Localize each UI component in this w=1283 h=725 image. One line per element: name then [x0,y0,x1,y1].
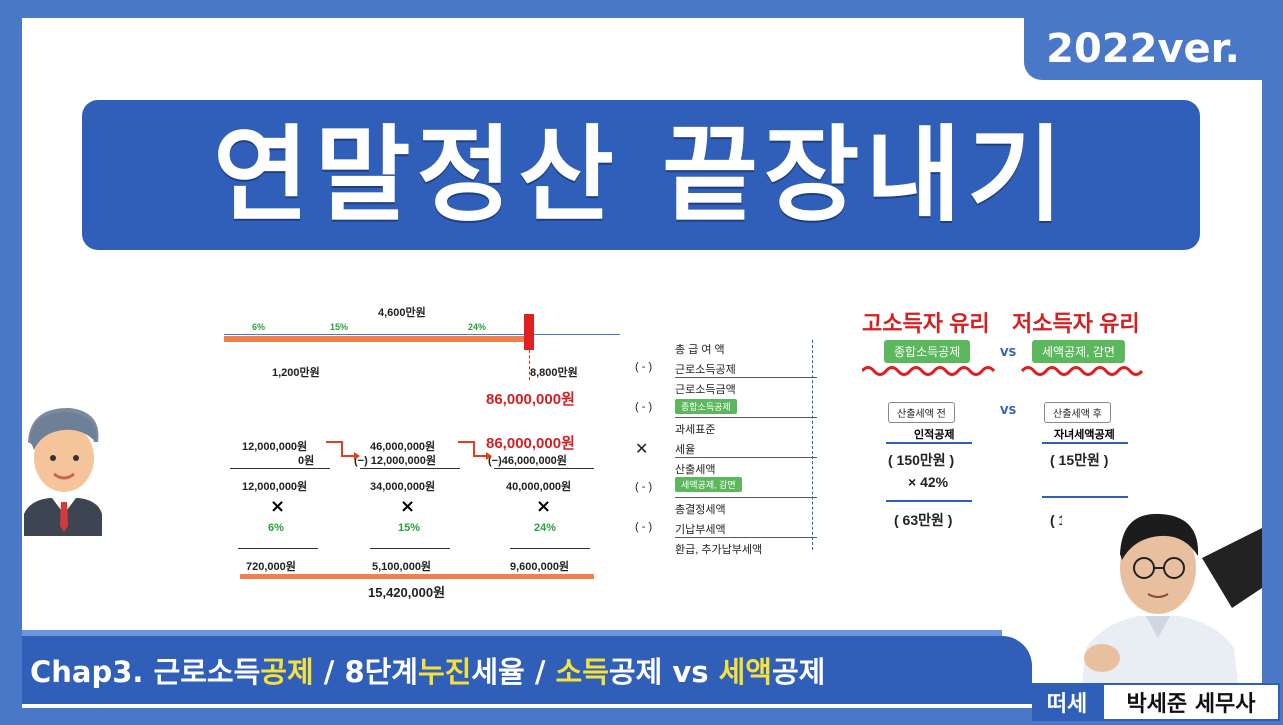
col1-multiply: × [270,496,286,517]
tick-1200: 1,200만원 [272,367,320,379]
flow-sign: ( - ) [635,521,653,533]
businessman-icon [24,407,102,536]
rate-6: 6% [252,322,266,332]
value-15: ( 15만원 ) [1050,452,1109,468]
flow-multiply-sign: ✕ [635,441,649,458]
low-income-heading: 저소득자 유리 [1012,311,1140,336]
col2-b: (−) 12,000,000원 [354,455,436,467]
box-before-tax: 산출세액 전 [888,402,955,423]
presenter-name-tag: 떠세 박세준 세무사 [1032,683,1280,721]
flow-refund: 환급, 추가납부세액 [675,544,763,556]
col3-rate: 24% [534,522,557,534]
rate-24: 24% [468,322,487,332]
income-amount: 86,000,000원 [486,391,575,408]
flow-total-salary: 총 급 여 액 [675,344,725,356]
col1-rate: 6% [268,522,284,534]
col2-result: 5,100,000원 [372,561,432,573]
presenter-name: 박세준 세무사 [1102,683,1280,721]
col2-multiply: × [400,496,416,517]
chapter-banner: Chap3. 근로소득공제 / 8단계누진세율 / 소득공제 vs 세액공제 [22,630,1032,704]
multiply-42: × 42% [908,474,949,490]
total-bar [240,574,594,579]
chip-tax-credit: 세액공제, 감면 [1032,340,1125,363]
col1-result: 720,000원 [246,561,296,573]
income-marker [524,314,534,350]
flow-earned-income: 근로소득금액 [675,384,736,396]
tick-8800: 8,800만원 [530,367,578,379]
col1-a: 12,000,000원 [242,441,308,453]
col1-c: 12,000,000원 [242,481,308,493]
col2-c: 34,000,000원 [370,481,436,493]
income-dash [529,350,530,380]
result-63: ( 63만원 ) [894,512,953,528]
presenter-photo [1062,498,1262,684]
wavy-underline [862,366,1144,376]
flow-final-tax: 총결정세액 [675,504,726,516]
bracket-axis [224,334,620,335]
flow-calculated-tax: 산출세액 [675,464,716,476]
deduction-comparison: 고소득자 유리 저소득자 유리 종합소득공제 VS 세액공제, 감면 산출세액 … [858,300,1158,540]
col2-a: 46,000,000원 [370,441,436,453]
value-150: ( 150만원 ) [888,452,955,468]
title-banner: 연말정산 끝장내기 [82,100,1200,250]
progressive-tax-diagram: 4,600만원 6% 15% 24% 1,200만원 8,800만원 86,00… [220,298,640,600]
col3-c: 40,000,000원 [506,481,572,493]
bracket-label-4600: 4,600만원 [378,307,426,319]
flow-earned-deduction: 근로소득공제 [675,364,736,376]
flow-sign: ( - ) [635,361,653,373]
divider [812,340,813,550]
flow-chip-tax-credit: 세액공제, 감면 [675,477,742,492]
flow-tax-base: 과세표준 [675,424,716,436]
brand-label: 떠세 [1032,683,1102,721]
flow-sign: ( - ) [635,481,653,493]
col3-b: (−)46,000,000원 [488,455,567,467]
flow-rate: 세율 [675,444,696,456]
high-income-heading: 고소득자 유리 [862,311,990,336]
flow-prepaid-tax: 기납부세액 [675,524,726,536]
rate-15: 15% [330,322,349,332]
main-title: 연말정산 끝장내기 [213,114,1069,236]
personal-deduction-label: 인적공제 [914,428,955,441]
arrow-icon [458,441,492,460]
col3-result: 9,600,000원 [510,561,570,573]
box-after-tax: 산출세액 후 [1044,402,1111,423]
col2-rate: 15% [398,522,421,534]
col3-multiply: × [536,496,552,517]
col1-b: 0원 [298,455,315,467]
flow-chip-income-deduction: 종합소득공제 [675,399,737,414]
version-badge: 2022ver. [1024,18,1262,80]
chip-income-deduction: 종합소득공제 [884,340,971,363]
flow-sign: ( - ) [635,401,653,413]
col3-a: 86,000,000원 [486,435,575,452]
total-amount: 15,420,000원 [368,585,446,600]
vs-label-2: VS [1000,404,1017,417]
bracket-bar [224,336,530,342]
arrow-icon [326,441,360,460]
child-credit-label: 자녀세액공제 [1054,428,1115,441]
vs-label: VS [1000,346,1017,359]
tax-flow-chart: 총 급 여 액 ( - ) 근로소득공제 근로소득금액 ( - ) 종합소득공제… [635,335,825,565]
chapter-title: Chap3. 근로소득공제 / 8단계누진세율 / 소득공제 vs 세액공제 [30,655,826,689]
